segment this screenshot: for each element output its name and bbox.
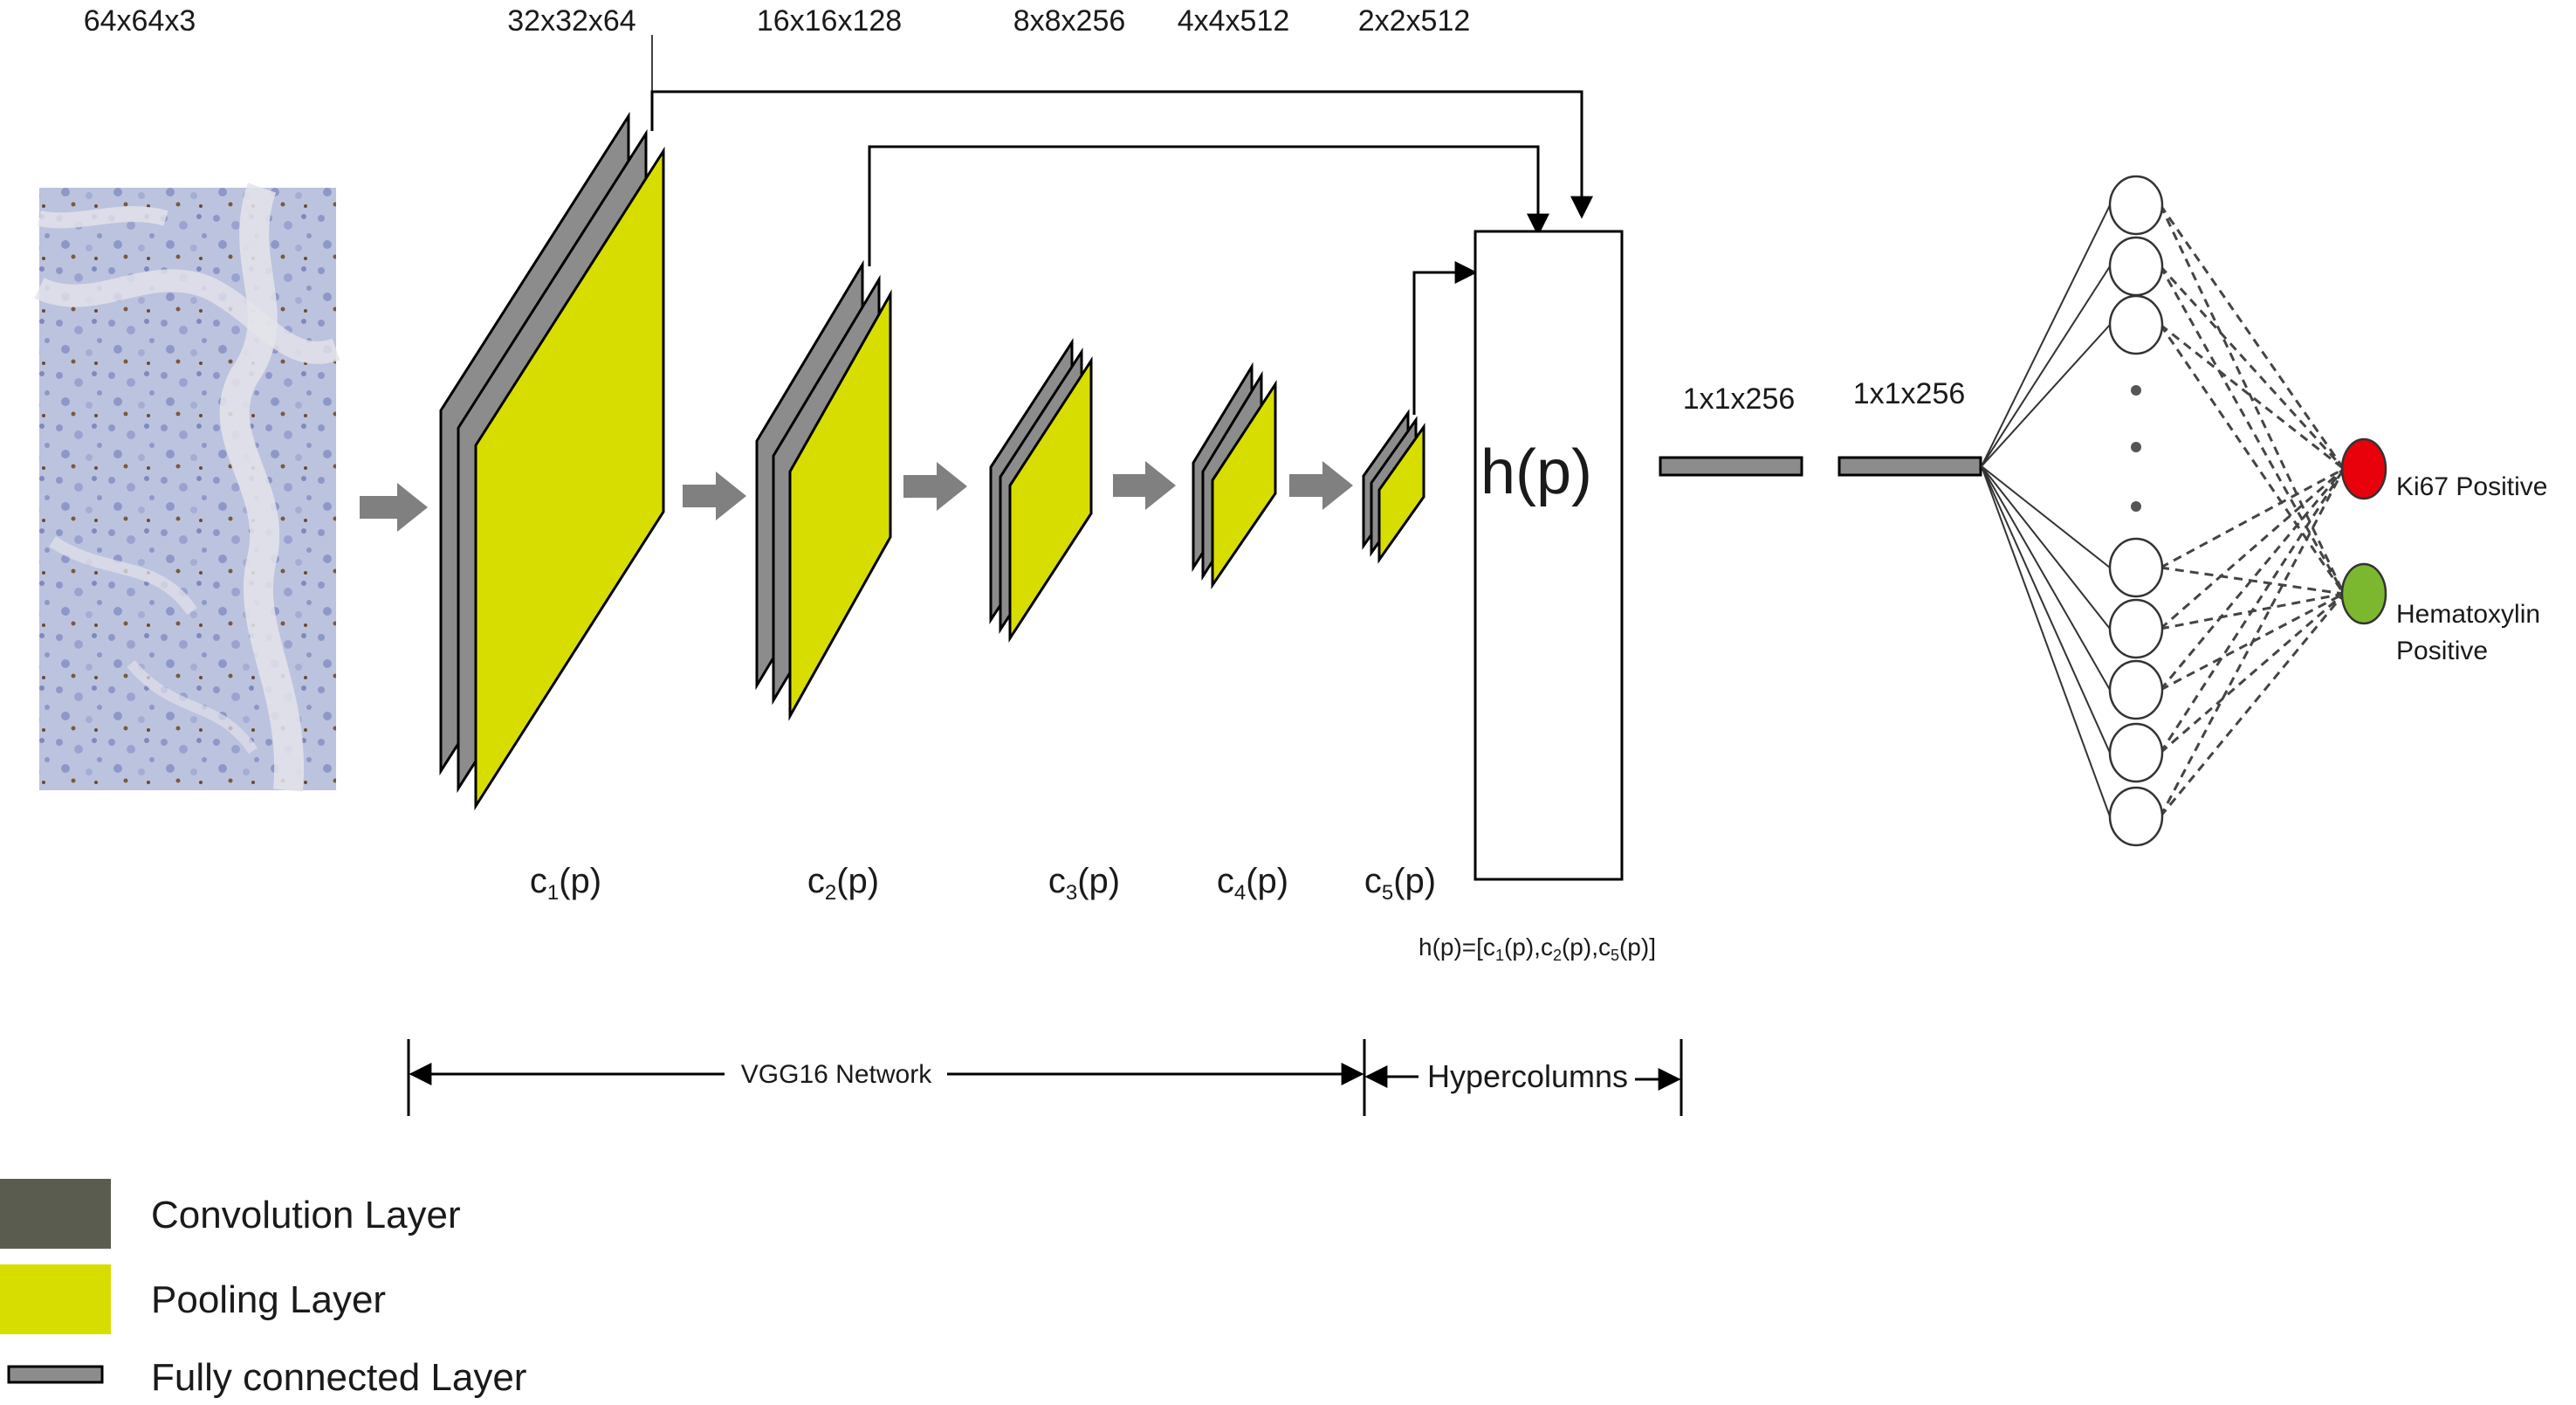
hidden-neuron-2 (2108, 236, 2164, 297)
hypercolumn-formula: h(p)=[c1(p),c2(p),c5(p)] (1419, 933, 1656, 964)
dashed-line-1-1 (2159, 204, 2346, 470)
dim-label-c5: 2x2x512 (1358, 4, 1471, 38)
skip-connections (650, 35, 1593, 415)
hidden-neurons (2108, 175, 2164, 847)
hypercolumn-label: h(p) (1480, 437, 1592, 507)
dashed-line-4-2 (2160, 566, 2345, 596)
fc-dim-label-2: 1x1x256 (1853, 377, 1966, 410)
fan-line-3 (1981, 324, 2111, 467)
layer-c1 (439, 111, 665, 811)
hypercolumn-box (1473, 230, 1624, 881)
fan-line-6 (1981, 465, 2111, 691)
dashed-line-6-1 (2159, 468, 2346, 691)
dashed-connections (2159, 204, 2346, 817)
skip-arrow-c2 (868, 145, 1549, 266)
layer-label-c1: c1(p) (530, 862, 601, 905)
output-node-hematoxylin (2340, 562, 2387, 625)
legend-label-conv: Convolution Layer (151, 1194, 461, 1236)
forward-arrow-5 (1289, 461, 1353, 510)
hidden-neuron-8 (2108, 786, 2164, 847)
hidden-neuron-6 (2108, 659, 2164, 720)
dashed-line-8-1 (2159, 468, 2346, 817)
legend-label-pool: Pooling Layer (151, 1278, 386, 1321)
layer-c5 (1362, 409, 1425, 564)
fan-line-1 (1981, 204, 2111, 467)
output-label-ki67: Ki67 Positive (2396, 472, 2547, 501)
pool-layer-c4 (1211, 379, 1277, 589)
dim-label-c4: 4x4x512 (1178, 4, 1290, 38)
dashed-line-7-1 (2159, 468, 2346, 754)
fan-line-5 (1981, 465, 2111, 630)
hidden-neuron-3 (2108, 294, 2164, 355)
pool-layer-c1 (474, 146, 665, 811)
dashed-line-3-2 (2159, 324, 2346, 595)
output-node-ki67 (2340, 437, 2387, 500)
fan-line-4 (1981, 465, 2111, 568)
forward-arrow-1 (360, 483, 428, 532)
hidden-neuron-1 (2108, 175, 2164, 236)
forward-arrow-3 (903, 462, 967, 511)
legend-swatch-fc (7, 1365, 104, 1384)
legend-swatch-pool (0, 1264, 111, 1334)
dashed-line-7-2 (2160, 592, 2345, 754)
hidden-neuron-7 (2108, 722, 2164, 783)
input-tissue-image (34, 183, 340, 792)
fan-line-7 (1981, 465, 2111, 754)
dim-label-c3: 8x8x256 (1013, 4, 1126, 38)
pool-layer-c3 (1008, 355, 1093, 644)
output-label-hematoxylin-line2: Positive (2396, 637, 2488, 665)
pool-layer-c5 (1377, 423, 1425, 564)
span-markers (407, 1039, 1683, 1116)
span-label-hypercolumns: Hypercolumns (1427, 1058, 1628, 1094)
forward-arrow-2 (683, 472, 746, 520)
dashed-line-6-2 (2160, 592, 2345, 692)
legend: Convolution Layer Pooling Layer Fully co… (0, 1179, 526, 1399)
dashed-line-2-1 (2159, 265, 2346, 471)
fc-dim-label-1: 1x1x256 (1683, 382, 1796, 416)
dim-label-input: 64x64x3 (84, 4, 196, 38)
layer-c3 (989, 337, 1093, 644)
hidden-neuron-5 (2108, 598, 2164, 659)
forward-arrow-4 (1113, 461, 1176, 510)
dashed-line-3-1 (2160, 323, 2345, 471)
layer-c2 (755, 259, 892, 721)
fan-line-2 (1981, 265, 2111, 467)
layer-label-c4: c4(p) (1217, 862, 1288, 905)
dashed-line-1-2 (2159, 204, 2346, 595)
skip-arrow-c5 (1412, 261, 1478, 415)
skip-arrow-c1 (650, 90, 1593, 219)
neuron-ellipsis (2131, 385, 2141, 512)
layer-label-c2: c2(p) (807, 862, 879, 905)
output-label-hematoxylin-line1: Hematoxylin (2396, 600, 2540, 629)
dashed-line-8-2 (2159, 593, 2346, 817)
dashed-line-4-1 (2160, 467, 2345, 569)
layer-label-c5: c5(p) (1364, 862, 1436, 905)
span-label-vgg16: VGG16 Network (741, 1060, 932, 1089)
fc-layer-2 (1838, 456, 1982, 477)
hidden-neuron-4 (2108, 537, 2164, 598)
fan-line-8 (1981, 465, 2111, 817)
fc-layer-1 (1659, 456, 1803, 477)
dashed-line-2-2 (2159, 265, 2346, 595)
layer-c4 (1192, 362, 1277, 589)
layer-label-c3: c3(p) (1048, 862, 1120, 905)
dashed-line-5-1 (2160, 467, 2345, 630)
legend-swatch-conv (0, 1179, 111, 1249)
dim-label-c1: 32x32x64 (507, 4, 635, 38)
legend-label-fc: Fully connected Layer (151, 1356, 526, 1399)
forward-arrows (360, 461, 1353, 532)
dim-label-c2: 16x16x128 (757, 4, 902, 38)
fan-connections (1981, 204, 2111, 817)
pool-layer-c2 (788, 289, 892, 721)
